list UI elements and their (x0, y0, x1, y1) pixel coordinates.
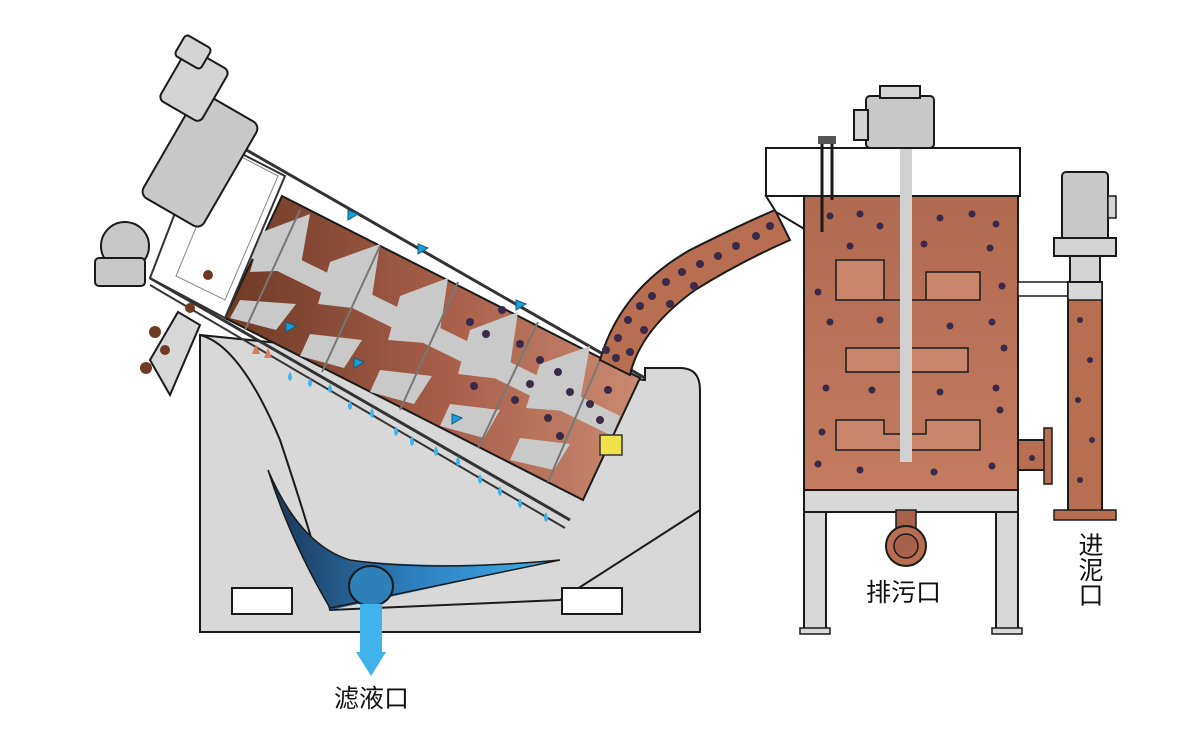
gear-motor-icon (94, 34, 259, 287)
sludge-inlet-pipe (1017, 171, 1117, 521)
flocculation-tank (764, 85, 1023, 635)
feed-hose (598, 208, 792, 377)
filtrate-outlet-label: 滤液口 (334, 684, 410, 713)
sewage-outlet-label: 排污口 (866, 578, 942, 607)
water-drop-icon (288, 372, 548, 522)
screw-press-body (140, 130, 646, 529)
sludge-inlet-label: 进泥口 (1075, 532, 1104, 607)
flow-arrow-icon (356, 652, 386, 676)
